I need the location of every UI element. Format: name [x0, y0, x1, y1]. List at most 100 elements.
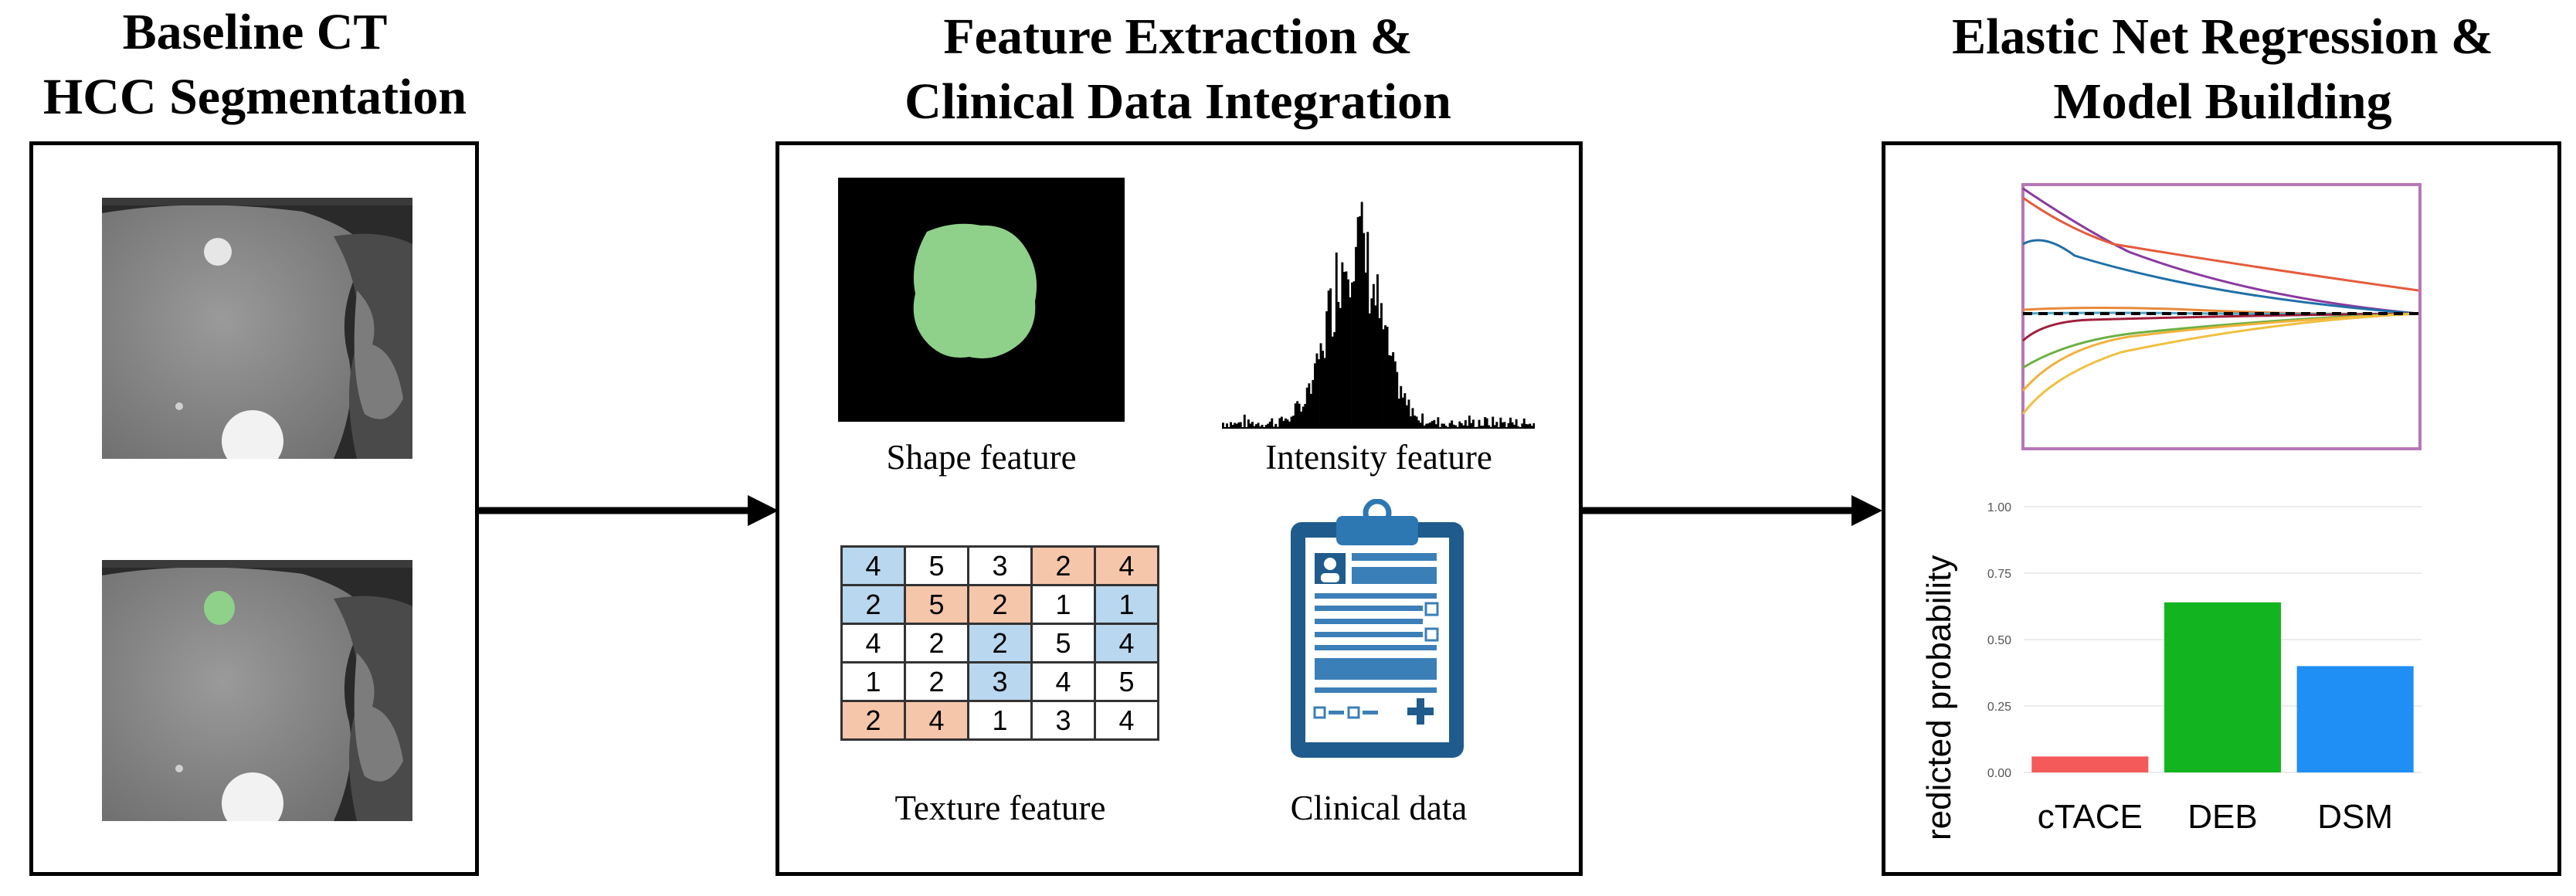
histogram-bar: [1472, 419, 1475, 429]
panel-2-title-line-2: Clinical Data Integration: [904, 73, 1451, 130]
histogram-bar: [1349, 297, 1352, 429]
histogram-bar: [1502, 422, 1504, 429]
texture-grid-cell: 2: [904, 661, 969, 702]
histogram-bar: [1278, 418, 1281, 429]
y-tick-label: 0.00: [1987, 767, 2011, 780]
histogram-bar: [1288, 421, 1291, 429]
texture-grid-cell: 4: [1094, 623, 1159, 664]
histogram-bar: [1386, 327, 1389, 429]
y-tick-label: 0.50: [1987, 634, 2011, 647]
texture-grid-cell: 3: [1030, 700, 1096, 741]
histogram-bar: [1470, 423, 1473, 429]
histogram-bar: [1532, 423, 1535, 429]
histogram-bar: [1267, 423, 1270, 429]
histogram-bar: [1376, 274, 1379, 429]
histogram-bar: [1410, 416, 1412, 429]
histogram-bar: [1495, 422, 1498, 429]
histogram-bar: [1327, 290, 1330, 429]
histogram-bar: [1239, 422, 1242, 429]
clinical-data-caption: Clinical data: [1290, 789, 1468, 827]
histogram-bar: [1441, 423, 1444, 429]
histogram-bar: [1515, 419, 1518, 429]
texture-grid-cell: 4: [904, 700, 969, 741]
histogram-bar: [1319, 343, 1322, 429]
texture-grid-cell: 5: [904, 584, 969, 625]
histogram-bar: [1318, 359, 1320, 429]
texture-grid-cell: 2: [840, 584, 906, 625]
histogram-bar: [1503, 422, 1506, 429]
bar-dsm: [2296, 666, 2414, 772]
histogram-bar: [1370, 298, 1373, 429]
histogram-bar: [1315, 353, 1319, 429]
ct-scan-segmented-image: [102, 560, 412, 821]
histogram-bar: [1415, 416, 1418, 429]
histogram-bar: [1493, 425, 1496, 429]
x-tick-label: cTACE: [2038, 798, 2143, 836]
histogram-bar: [1234, 423, 1237, 429]
panel-1-title-line-1: Baseline CT: [122, 4, 388, 60]
histogram-bar: [1462, 425, 1465, 429]
histogram-bar: [1400, 385, 1403, 429]
histogram-bar: [1298, 403, 1301, 429]
panel-3-title: Elastic Net Regression & Model Building: [1869, 5, 2576, 134]
texture-grid-cell: 2: [1030, 545, 1096, 586]
histogram-bar: [1366, 232, 1369, 429]
histogram-bar: [1454, 425, 1458, 429]
histogram-bar: [1302, 406, 1305, 429]
histogram-bar: [1235, 423, 1238, 429]
histogram-bar: [1251, 422, 1254, 429]
histogram-bar: [1458, 421, 1461, 429]
histogram-bar: [1226, 423, 1228, 429]
histogram-bar: [1529, 423, 1532, 429]
histogram-bar: [1342, 272, 1346, 429]
texture-grid-cell: 2: [967, 623, 1033, 664]
histogram-bar: [1407, 399, 1410, 429]
texture-grid-cell: 3: [967, 661, 1033, 702]
histogram-bar: [1285, 418, 1287, 429]
histogram-bar: [1290, 416, 1293, 429]
x-tick-label: DSM: [2317, 798, 2393, 836]
histogram-bar: [1390, 355, 1393, 429]
histogram-bar: [1247, 419, 1250, 429]
histogram-bar: [1448, 423, 1451, 429]
histogram-bar: [1443, 423, 1445, 429]
histogram-bar: [1314, 363, 1316, 429]
histogram-bar: [1268, 421, 1271, 429]
histogram-bar: [1499, 417, 1502, 429]
panel-1-title: Baseline CT HCC Segmentation: [0, 0, 510, 130]
histogram-bar: [1352, 281, 1356, 429]
histogram-bar: [1429, 422, 1432, 429]
histogram-bar: [1308, 383, 1311, 429]
histogram-bar: [1427, 423, 1430, 429]
histogram-bar: [1333, 331, 1336, 429]
histogram-bar: [1403, 393, 1407, 429]
texture-grid-cell: 5: [1094, 661, 1159, 702]
histogram-bar: [1360, 202, 1363, 429]
panel-2-title: Feature Extraction & Clinical Data Integ…: [772, 5, 1583, 134]
histogram-bar: [1372, 283, 1375, 429]
texture-grid-cell: 5: [904, 545, 969, 586]
histogram-bar: [1294, 403, 1297, 429]
histogram-bar: [1492, 416, 1495, 429]
texture-grid-cell: 5: [1030, 623, 1096, 664]
histogram-bar: [1368, 313, 1371, 429]
histogram-bar: [1411, 408, 1414, 429]
histogram-bar: [1378, 317, 1381, 429]
texture-grid-cell: 2: [840, 700, 906, 741]
histogram-bar: [1296, 401, 1299, 429]
histogram-bar: [1261, 425, 1264, 429]
histogram-bar: [1292, 416, 1295, 429]
y-tick-label: 1.00: [1987, 501, 2011, 514]
histogram-bar: [1304, 403, 1307, 429]
histogram-bar: [1243, 414, 1246, 429]
texture-grid-cell: 2: [967, 584, 1033, 625]
histogram-bar: [1305, 387, 1308, 429]
histogram-bar: [1231, 425, 1234, 429]
histogram-bar: [1382, 329, 1385, 429]
histogram-bar: [1249, 423, 1252, 429]
panel-1-title-line-2: HCC Segmentation: [42, 69, 467, 125]
histogram-bar: [1335, 252, 1338, 429]
